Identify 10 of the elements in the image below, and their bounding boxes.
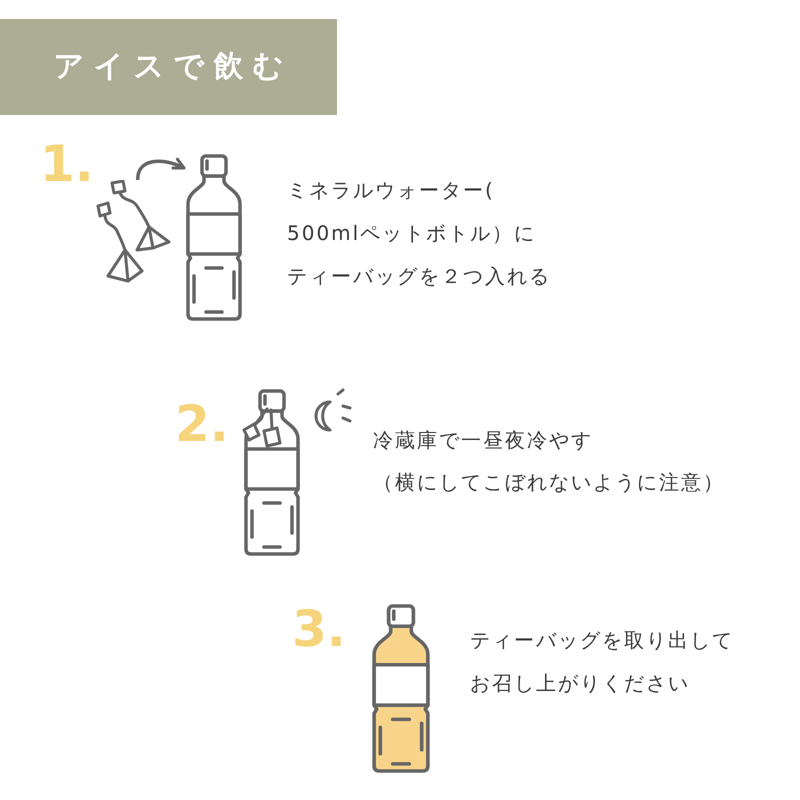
step-number: 3. [292, 604, 346, 654]
instruction-text: ティーバッグを取り出してお召し上がりください [470, 627, 735, 697]
step-number: 1. [40, 139, 94, 189]
tea-bags-illustration [96, 180, 172, 284]
note-text: （横にしてこぼれないように注意） [373, 469, 725, 496]
instruction-text: ミネラルウォーター( 500mlペットボトル）にティーバッグを２つ入れる [287, 177, 552, 290]
step-number: 2. [175, 399, 229, 449]
title: アイスで飲む [0, 19, 337, 115]
bottle-illustration [184, 154, 244, 322]
instruction-text: 冷蔵庫で一昼夜冷やす [373, 427, 593, 454]
